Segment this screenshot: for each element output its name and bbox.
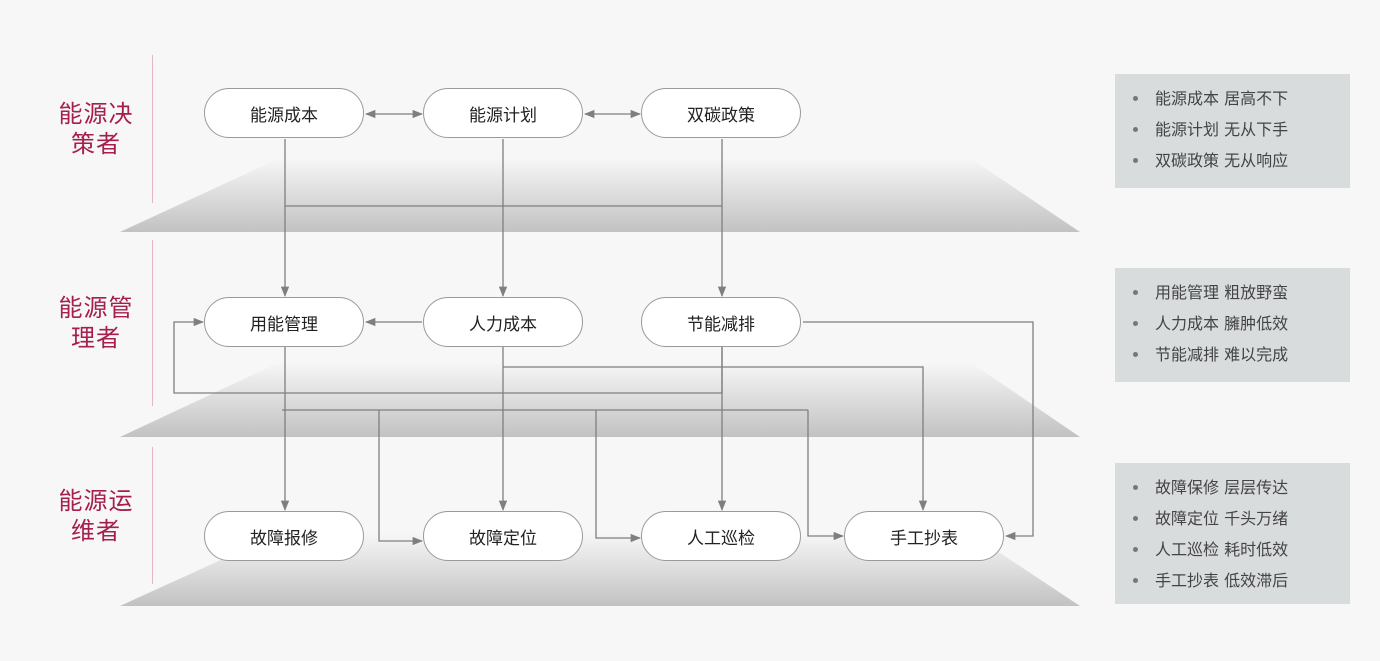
node-manual-meter-reading: 手工抄表	[844, 511, 1004, 561]
pain-point-item: 用能管理 粗放野蛮	[1133, 280, 1350, 311]
connector-labor-to-meter	[503, 366, 928, 512]
bullet-icon	[1133, 515, 1138, 521]
layer-platform-management	[120, 362, 1080, 437]
tier-label-operations: 能源运维者	[40, 447, 153, 584]
node-energy-cost: 能源成本	[204, 88, 364, 138]
bullet-icon	[1133, 95, 1138, 101]
pain-point-item: 人工巡检 耗时低效	[1133, 537, 1350, 568]
bullet-icon	[1133, 157, 1138, 163]
node-energy-plan: 能源计划	[423, 88, 583, 138]
node-manual-inspection: 人工巡检	[641, 511, 801, 561]
bullet-icon	[1133, 126, 1138, 132]
layer-platform-operations	[120, 533, 1080, 606]
pain-point-item: 人力成本 臃肿低效	[1133, 311, 1350, 342]
node-labor-cost: 人力成本	[423, 297, 583, 347]
pain-points-operations: 故障保修 层层传达 故障定位 千头万绪 人工巡检 耗时低效 手工抄表 低效滞后	[1115, 463, 1350, 604]
bullet-icon	[1133, 484, 1138, 490]
connector-bus-to-meter	[807, 410, 845, 541]
node-fault-location: 故障定位	[423, 511, 583, 561]
pain-point-item: 能源计划 无从下手	[1133, 117, 1350, 148]
pain-point-item: 能源成本 居高不下	[1133, 86, 1350, 117]
pain-point-item: 节能减排 难以完成	[1133, 342, 1350, 373]
bullet-icon	[1133, 351, 1138, 357]
tier-label-management: 能源管理者	[40, 240, 153, 406]
bullet-icon	[1133, 546, 1138, 552]
layer-platform-decision	[120, 158, 1080, 232]
tier-label-decision: 能源决策者	[40, 55, 153, 203]
node-energy-saving: 节能减排	[641, 297, 801, 347]
pain-point-item: 故障定位 千头万绪	[1133, 506, 1350, 537]
node-energy-usage-management: 用能管理	[204, 297, 364, 347]
connector-bus-to-locate	[378, 410, 424, 546]
bullet-icon	[1133, 320, 1138, 326]
pain-points-management: 用能管理 粗放野蛮 人力成本 臃肿低效 节能减排 难以完成	[1115, 268, 1350, 382]
connector-saving-to-meter	[803, 321, 1034, 541]
pain-point-item: 故障保修 层层传达	[1133, 475, 1350, 506]
pain-point-item: 手工抄表 低效滞后	[1133, 568, 1350, 599]
bullet-icon	[1133, 289, 1138, 295]
node-fault-repair: 故障报修	[204, 511, 364, 561]
pain-points-decision: 能源成本 居高不下 能源计划 无从下手 双碳政策 无从响应	[1115, 74, 1350, 188]
node-dual-carbon-policy: 双碳政策	[641, 88, 801, 138]
pain-point-item: 双碳政策 无从响应	[1133, 148, 1350, 179]
bullet-icon	[1133, 577, 1138, 583]
connector-bus-to-inspect	[595, 410, 642, 543]
